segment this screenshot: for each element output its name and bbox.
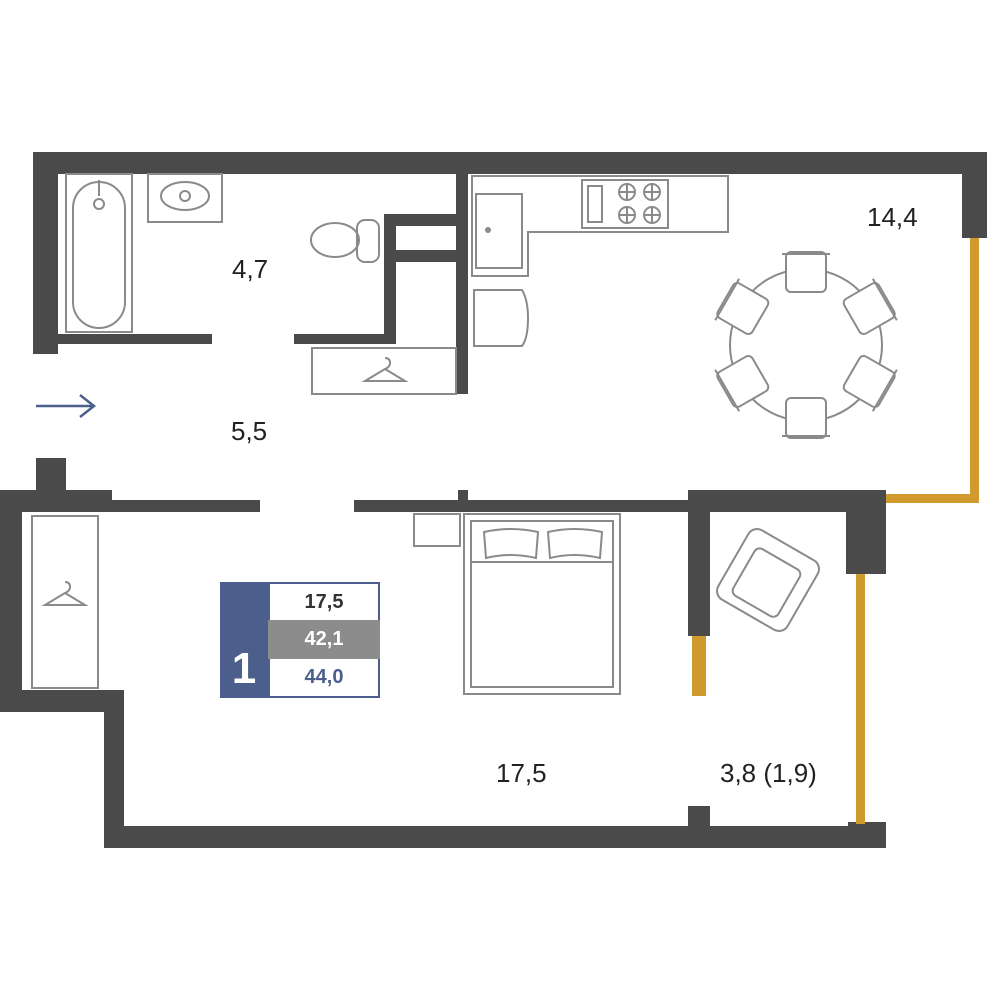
hallway-area-label: 5,5 xyxy=(231,416,268,446)
entrance-arrow-icon xyxy=(36,394,97,418)
kitchen-counter xyxy=(471,175,729,277)
armchair xyxy=(716,528,820,632)
living-area-value: 17,5 xyxy=(268,582,380,620)
kitchen-area-label: 14,4 xyxy=(867,202,918,232)
bedroom-area-label: 17,5 xyxy=(496,758,547,788)
sink xyxy=(147,173,223,223)
bedroom-wardrobe xyxy=(31,515,99,689)
toilet xyxy=(310,219,380,263)
hanger-icon xyxy=(41,581,89,606)
refrigerator xyxy=(473,289,530,347)
loggia-area-label: 3,8 (1,9) xyxy=(720,758,817,788)
room-count-badge: 1 xyxy=(220,582,268,698)
walls xyxy=(0,152,987,848)
total-area-b-value: 44,0 xyxy=(268,659,380,698)
windows xyxy=(692,238,979,824)
apartment-info-box: 1 17,5 42,1 44,0 xyxy=(220,582,380,698)
nightstand xyxy=(413,513,461,547)
bathtub xyxy=(65,173,133,333)
bed xyxy=(463,513,621,695)
hanger-icon xyxy=(361,357,409,382)
hall-wardrobe xyxy=(311,347,457,395)
total-area-a-value: 42,1 xyxy=(268,620,380,659)
dining-table xyxy=(714,251,898,439)
bathroom-area-label: 4,7 xyxy=(232,254,269,284)
